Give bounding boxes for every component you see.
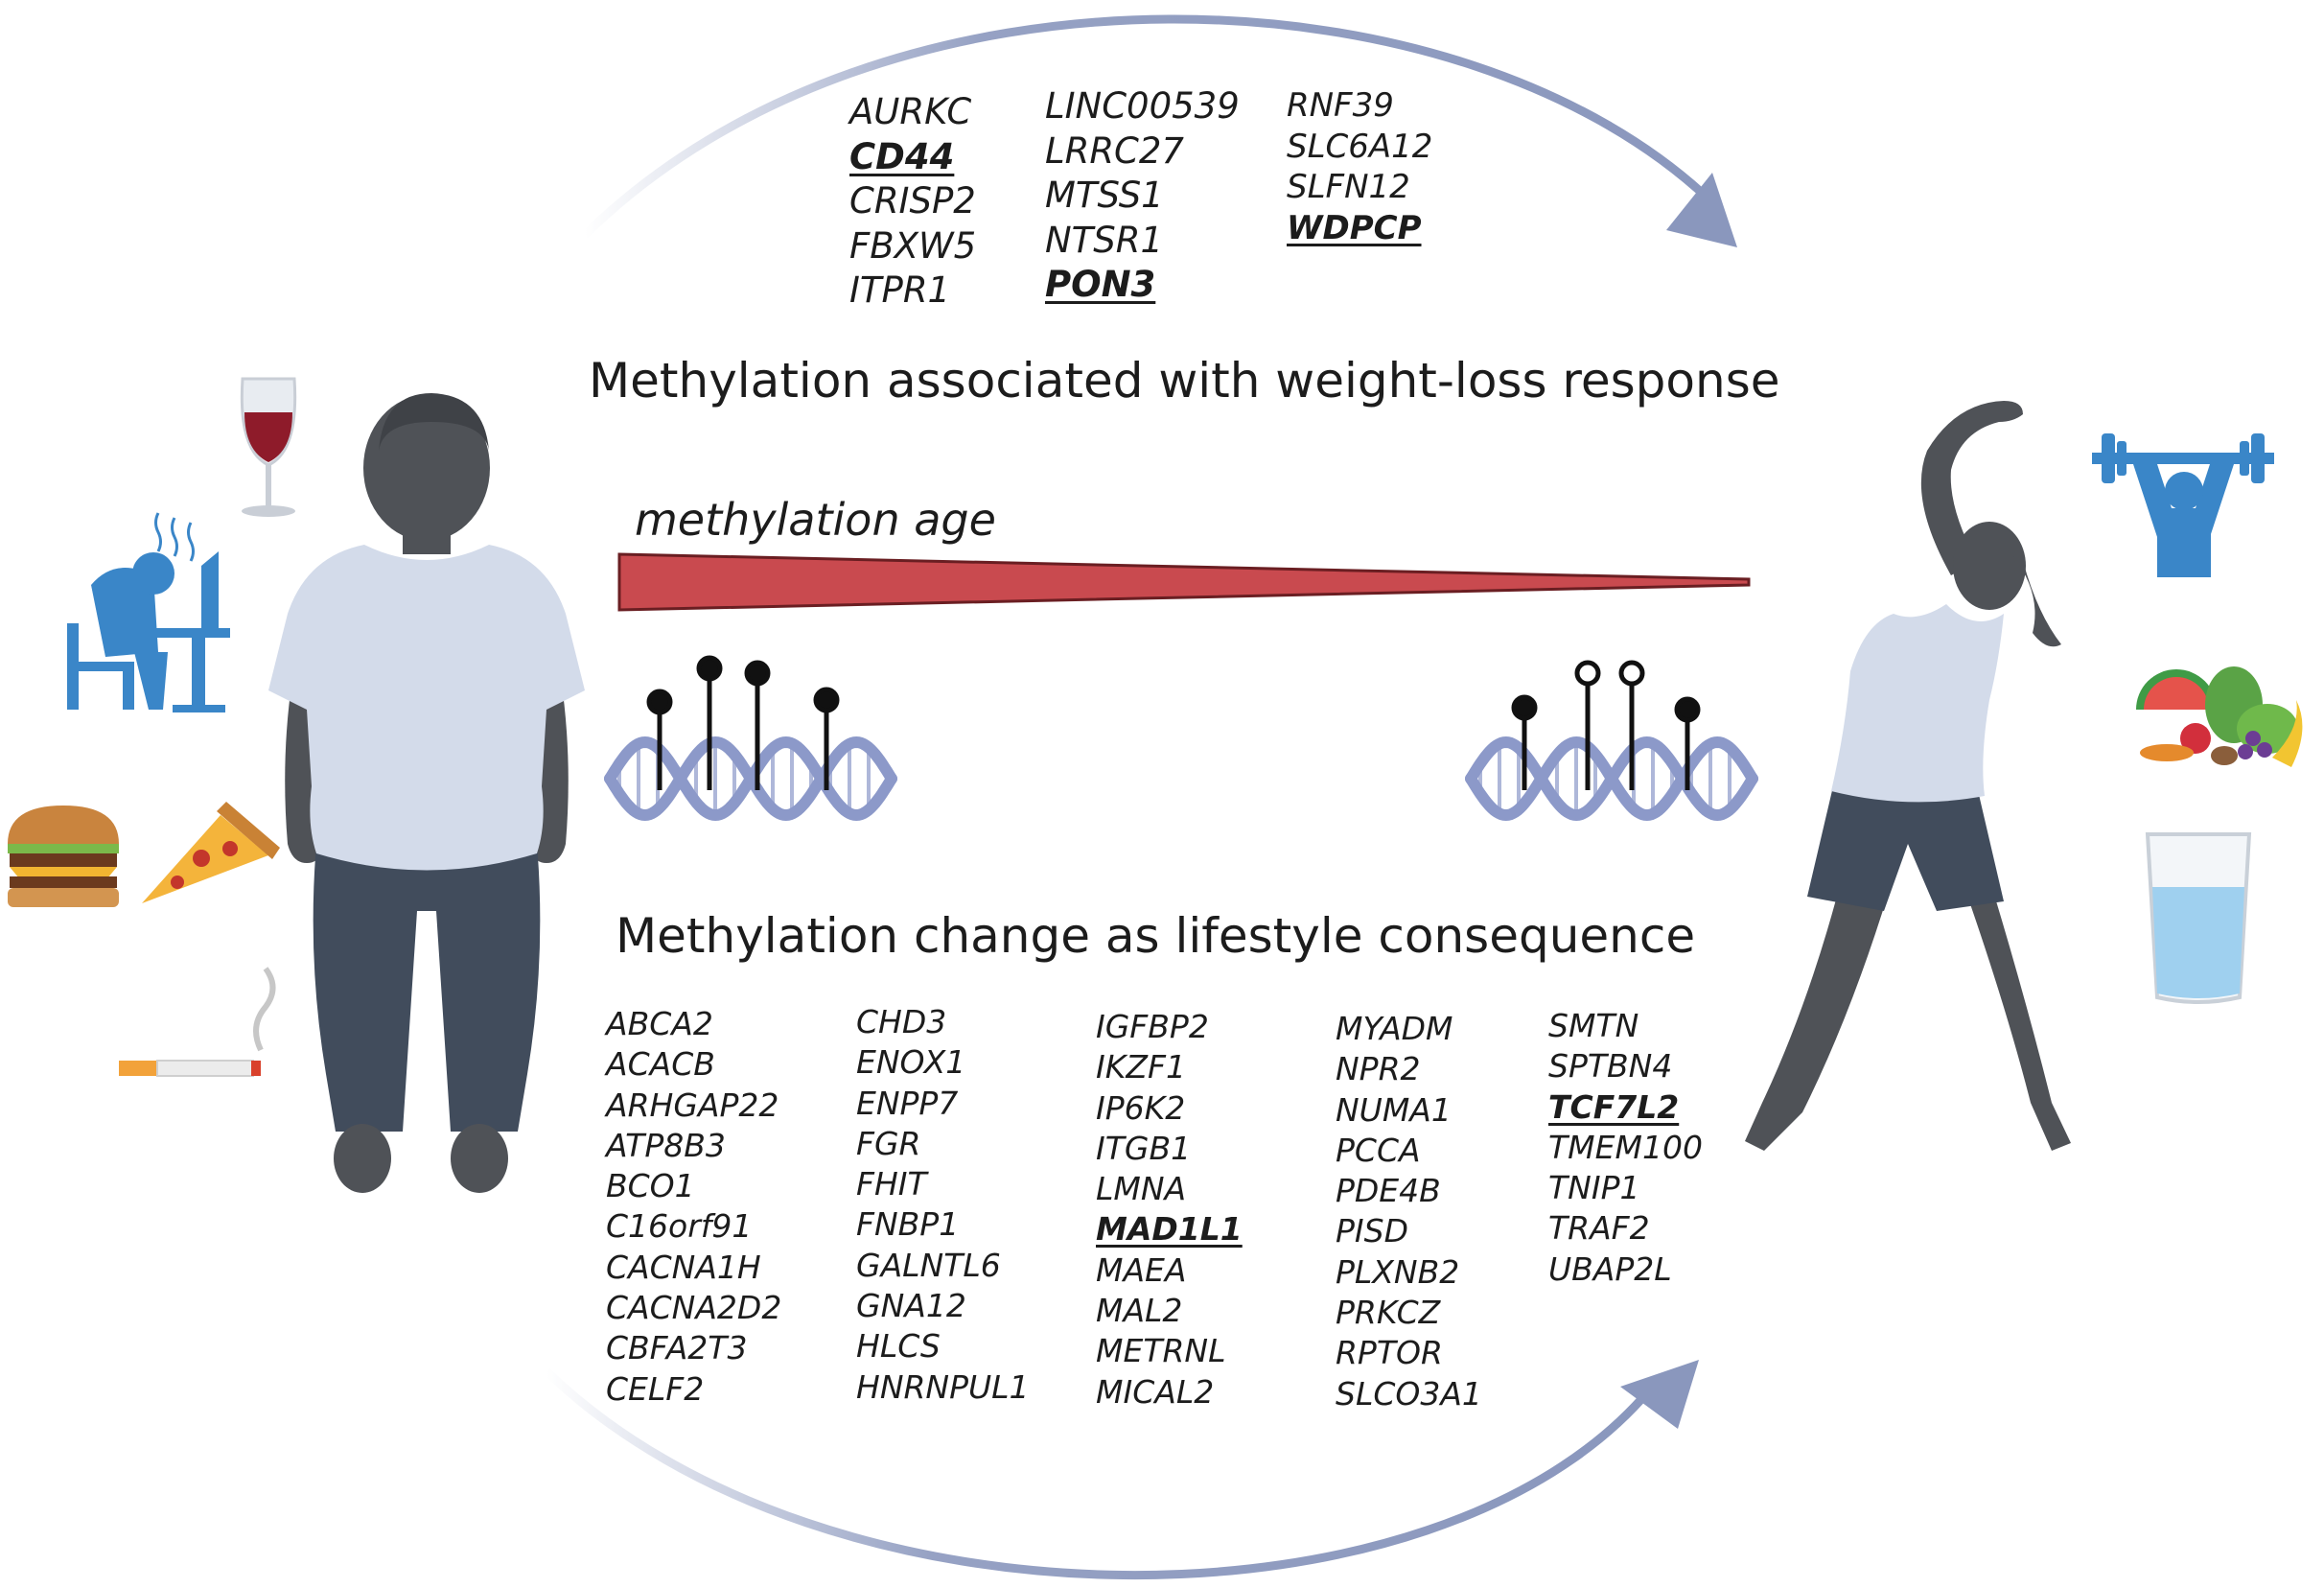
gene-label: BCO1 — [606, 1167, 695, 1205]
methylated-site — [696, 655, 723, 682]
weightlifting-icon — [2092, 433, 2274, 577]
wine-glass-icon — [240, 377, 297, 517]
gene-label: IP6K2 — [1096, 1088, 1186, 1127]
burger-icon — [8, 806, 119, 907]
gene-label: RPTOR — [1336, 1334, 1443, 1372]
methylation-age-label: methylation age — [635, 494, 996, 546]
gene-label: CBFA2T3 — [606, 1329, 748, 1367]
gene-label: FGR — [856, 1124, 921, 1162]
gene-label: ACACB — [606, 1045, 715, 1084]
gene-label: PON3 — [1045, 264, 1156, 305]
gene-label: CHD3 — [856, 1003, 947, 1040]
gene-label: CD44 — [849, 135, 955, 177]
gene-label: TCF7L2 — [1548, 1087, 1680, 1126]
gene-label: NPR2 — [1336, 1050, 1421, 1088]
right-person-figure — [1745, 401, 2071, 1151]
gene-label: MAD1L1 — [1096, 1210, 1243, 1249]
gene-label: ITGB1 — [1096, 1129, 1192, 1167]
methylated-site — [813, 687, 840, 713]
fruits-vegetables-icon — [2136, 666, 2303, 767]
gene-label: HLCS — [856, 1327, 941, 1366]
gene-label: CRISP2 — [849, 180, 976, 222]
gene-label: SLCO3A1 — [1336, 1374, 1482, 1413]
gene-label: GALNTL6 — [856, 1246, 1001, 1284]
gene-label: SLFN12 — [1287, 168, 1410, 206]
methylated-site — [646, 689, 673, 715]
gene-label: GNA12 — [856, 1287, 966, 1325]
gene-label: FNBP1 — [856, 1205, 960, 1244]
cigarette-icon — [119, 967, 276, 1077]
gene-label: LMNA — [1096, 1170, 1187, 1208]
gene-label: PISD — [1336, 1212, 1408, 1250]
gene-label: C16orf91 — [606, 1207, 753, 1246]
methylated-site — [1511, 694, 1538, 721]
lifestyle-heading: Methylation change as lifestyle conseque… — [616, 908, 1696, 964]
gene-label: ABCA2 — [606, 1005, 713, 1042]
right-dna-strand — [1465, 660, 1758, 822]
gene-label: AURKC — [849, 91, 972, 132]
methylated-site — [744, 660, 771, 687]
gene-label: CACNA2D2 — [606, 1289, 782, 1327]
gene-label: TRAF2 — [1548, 1209, 1650, 1248]
gene-label: MAL2 — [1096, 1292, 1183, 1330]
gene-label: ENPP7 — [856, 1084, 959, 1122]
left-person-figure — [268, 393, 585, 1193]
gene-label: MYADM — [1336, 1010, 1453, 1047]
gene-label: UBAP2L — [1548, 1249, 1672, 1288]
gene-label: NUMA1 — [1336, 1090, 1452, 1129]
gene-label: RNF39 — [1287, 86, 1394, 125]
weight-loss-heading: Methylation associated with weight-loss … — [589, 353, 1780, 409]
stressed-worker-icon — [67, 512, 230, 712]
gene-label: FBXW5 — [849, 224, 977, 267]
gene-label: HNRNPUL1 — [856, 1367, 1030, 1406]
gene-label: METRNL — [1096, 1332, 1226, 1370]
gene-label: ATP8B3 — [606, 1126, 726, 1164]
gene-label: SMTN — [1548, 1007, 1639, 1044]
gene-label: SPTBN4 — [1548, 1047, 1673, 1086]
left-dna-strand — [604, 655, 897, 822]
gene-label: PDE4B — [1336, 1172, 1441, 1210]
gene-label: LINC00539 — [1045, 85, 1240, 127]
gene-label: MTSS1 — [1045, 175, 1164, 216]
gene-label: ARHGAP22 — [606, 1086, 779, 1124]
gene-label: ITPR1 — [849, 269, 951, 311]
top-cycle-arrow — [581, 14, 1737, 247]
pizza-icon — [142, 802, 280, 903]
gene-label: ENOX1 — [856, 1043, 966, 1082]
gene-label: FHIT — [856, 1165, 927, 1203]
bottom-cycle-arrow — [543, 1360, 1699, 1579]
gene-label: CACNA1H — [606, 1248, 761, 1286]
gene-label: MICAL2 — [1096, 1372, 1215, 1411]
gene-label: IGFBP2 — [1096, 1008, 1209, 1045]
gene-label: CELF2 — [606, 1369, 705, 1408]
gene-label: TMEM100 — [1548, 1128, 1703, 1166]
gene-label: PLXNB2 — [1336, 1252, 1460, 1291]
gene-label: PCCA — [1336, 1131, 1421, 1169]
gene-label: PRKCZ — [1336, 1294, 1441, 1332]
unmethylated-site — [1574, 660, 1601, 687]
gene-label: LRRC27 — [1045, 129, 1184, 172]
unmethylated-site — [1618, 660, 1645, 687]
dna-backbone — [1465, 736, 1758, 822]
dna-backbone — [604, 736, 897, 822]
gene-label: NTSR1 — [1045, 219, 1164, 261]
methylated-site — [1674, 696, 1701, 723]
gene-label: WDPCP — [1287, 208, 1422, 247]
gene-label: SLC6A12 — [1287, 127, 1433, 166]
water-glass-icon — [2145, 832, 2252, 1004]
gene-label: TNIP1 — [1548, 1169, 1640, 1207]
methylation-age-wedge — [617, 552, 1751, 612]
gene-label: IKZF1 — [1096, 1048, 1186, 1086]
gene-label: MAEA — [1096, 1250, 1187, 1289]
